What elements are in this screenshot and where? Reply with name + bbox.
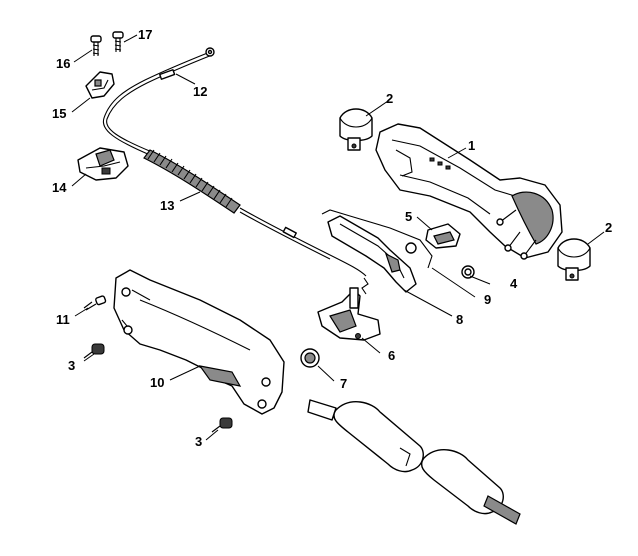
part-16-screw — [90, 35, 102, 56]
part-9-spring-wire — [321, 209, 433, 269]
part-3-screw-lower — [211, 417, 233, 433]
part-3-screw-upper — [83, 343, 105, 359]
part-14-switch-block — [77, 147, 129, 181]
part-4-ring — [405, 242, 475, 279]
callout-15: 15 — [52, 106, 66, 121]
callout-16: 16 — [56, 56, 70, 71]
part-10-handle-shell — [113, 269, 285, 415]
callout-labels: 1 2 2 3 3 4 5 6 7 8 9 10 11 12 13 14 15 … — [52, 27, 612, 449]
part-12-throttle-cable — [102, 47, 215, 156]
callout-13: 13 — [160, 198, 174, 213]
callout-1: 1 — [468, 138, 475, 153]
callout-11: 11 — [56, 312, 70, 327]
callout-14: 14 — [52, 180, 67, 195]
part-6-lockout — [317, 287, 381, 341]
callout-12: 12 — [193, 84, 207, 99]
part-2-clamp-right — [557, 238, 591, 281]
part-1-handle-housing — [375, 123, 563, 260]
callout-8: 8 — [456, 312, 463, 327]
callout-6: 6 — [388, 348, 395, 363]
part-7-bushing — [300, 348, 320, 368]
callout-17: 17 — [138, 27, 152, 42]
part-13-spring-sleeve — [143, 149, 369, 295]
part-8-throttle-trigger — [327, 215, 417, 293]
callout-2-left: 2 — [386, 91, 393, 106]
callout-3-lower: 3 — [195, 434, 202, 449]
leader-lines — [71, 34, 605, 441]
callout-7: 7 — [340, 376, 347, 391]
part-2-clamp-left — [339, 108, 373, 151]
callout-4: 4 — [510, 276, 518, 291]
callout-2-right: 2 — [605, 220, 612, 235]
callout-9: 9 — [484, 292, 491, 307]
callout-3-upper: 3 — [68, 358, 75, 373]
handle-tube — [307, 399, 521, 525]
part-17-screw — [112, 31, 124, 52]
callout-5: 5 — [405, 209, 412, 224]
callout-10: 10 — [150, 375, 164, 390]
part-11-screw — [83, 295, 107, 311]
part-15-clamp — [85, 71, 115, 99]
part-5-switch — [425, 223, 461, 249]
